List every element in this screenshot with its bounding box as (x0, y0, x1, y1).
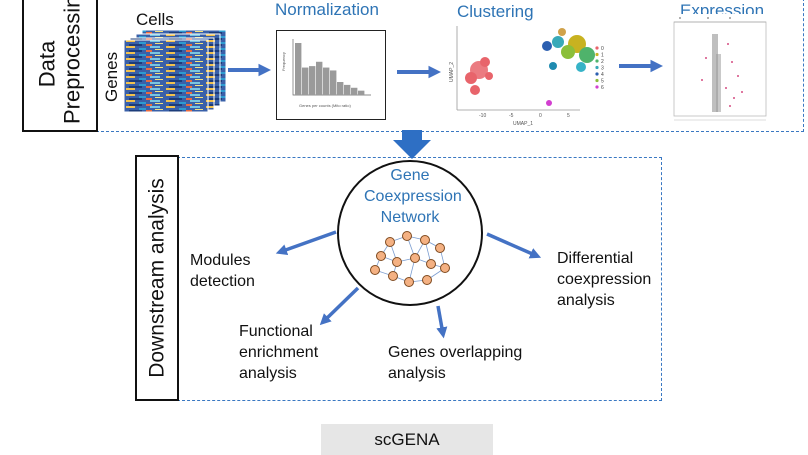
arrow-to-modules (275, 230, 337, 256)
umap-legend-marker (595, 65, 599, 70)
label-genes-overlapping: Genes overlapping analysis (388, 343, 558, 385)
umap-xlabel: UMAP_1 (513, 121, 533, 127)
coexpression-network-circle (337, 160, 483, 306)
down-arrow (393, 130, 431, 159)
umap-xtick: 0 (539, 113, 542, 119)
umap-legend-label: 3 (601, 66, 604, 72)
downstream-arrows (275, 230, 542, 339)
umap-legend-marker (595, 85, 599, 89)
umap-legend-marker (595, 78, 599, 83)
network-title-text: Gene Coexpression Network (364, 167, 462, 226)
umap-legend-label: 2 (601, 59, 604, 65)
arrow-to-overlap (436, 305, 448, 339)
umap-legend-label: 1 (601, 53, 604, 59)
histogram-bar (344, 84, 351, 95)
umap-xtick: -5 (509, 113, 514, 119)
label-differential-coexpression-text: Differential coexpression analysis (557, 250, 652, 309)
umap-legend-label: 0 (601, 46, 604, 52)
label-modules-detection-text: Modules detection (190, 252, 255, 290)
app-name-bar: scGENA (321, 424, 493, 455)
app-name: scGENA (374, 429, 440, 449)
umap-legend-label: 4 (601, 72, 604, 78)
expression-matrix-heatmap (123, 28, 228, 113)
step-clustering: Clustering (457, 2, 534, 21)
umap-legend-marker (595, 46, 599, 50)
histogram-bar (323, 67, 330, 95)
umap-legend-label: 6 (601, 85, 604, 91)
label-differential-coexpression: Differential coexpression analysis (557, 249, 661, 311)
label-functional-enrichment-text: Functional enrichment analysis (239, 323, 319, 382)
downstream-label-box: Downstream analysis (135, 155, 179, 401)
step-normalization: Normalization (275, 0, 379, 19)
histogram-bar (337, 82, 344, 95)
label-functional-enrichment: Functional enrichment analysis (239, 322, 339, 384)
histogram-bar (316, 61, 323, 95)
umap-xtick: 5 (567, 113, 570, 119)
preprocessing-label-box: Data Preprocessing (22, 0, 98, 132)
histogram-xlabel: Genes per counts (Mito ratio) (299, 103, 351, 108)
histogram-bar (351, 87, 358, 95)
arrow-to-differential (486, 232, 542, 259)
histogram-bar (309, 66, 316, 95)
label-genes-overlapping-text: Genes overlapping analysis (388, 344, 523, 382)
umap-xtick: -10 (479, 113, 486, 119)
umap-legend-label: 5 (601, 79, 604, 85)
histogram-ylabel: Frequency (281, 52, 286, 71)
differential-expression-plot (668, 14, 770, 126)
histogram-bar (295, 43, 302, 95)
histogram-bar (330, 70, 337, 95)
normalization-histogram: Genes per counts (Mito ratio) Frequency (276, 30, 386, 120)
network-title: Gene Coexpression Network (350, 166, 470, 228)
cells-label: Cells (136, 10, 174, 29)
preprocessing-arrows (228, 59, 664, 79)
histogram-bar (358, 90, 365, 95)
histogram-bar (302, 67, 309, 95)
label-modules-detection: Modules detection (190, 251, 280, 293)
umap-legend-marker (595, 72, 599, 76)
umap-legend-marker (595, 52, 599, 57)
umap-ylabel: UMAP_2 (449, 62, 455, 82)
arrow-to-functional (319, 286, 360, 326)
umap-legend-marker (595, 59, 599, 63)
